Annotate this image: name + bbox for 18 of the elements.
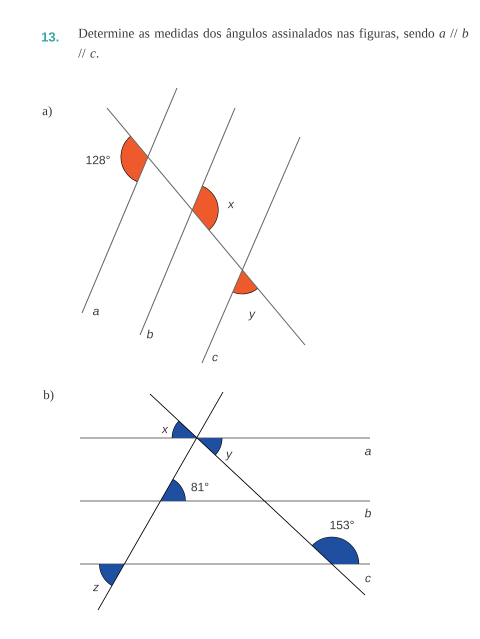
angle-label: x — [162, 426, 168, 434]
angle-label: y — [225, 452, 233, 460]
line-label: b — [364, 508, 371, 518]
angle-label: x — [228, 202, 234, 208]
angle-label: 81° — [191, 482, 208, 492]
line-label: c — [365, 576, 371, 582]
angle-label: 128° — [86, 156, 110, 164]
angle-label: y — [248, 312, 256, 320]
angle-label: z — [92, 584, 99, 592]
question-number: 13. — [42, 32, 58, 42]
question-text: Determine as medidas dos ângulos assinalados nas figuras, sendo a // b // c. — [78, 28, 468, 58]
line-label: a — [364, 448, 371, 456]
item-label: a) — [42, 106, 52, 118]
line-label: b — [146, 330, 153, 338]
item-label: b) — [43, 390, 54, 402]
line-label: a — [92, 308, 99, 316]
line-label: c — [212, 354, 218, 362]
angle-label: 153° — [330, 520, 354, 530]
